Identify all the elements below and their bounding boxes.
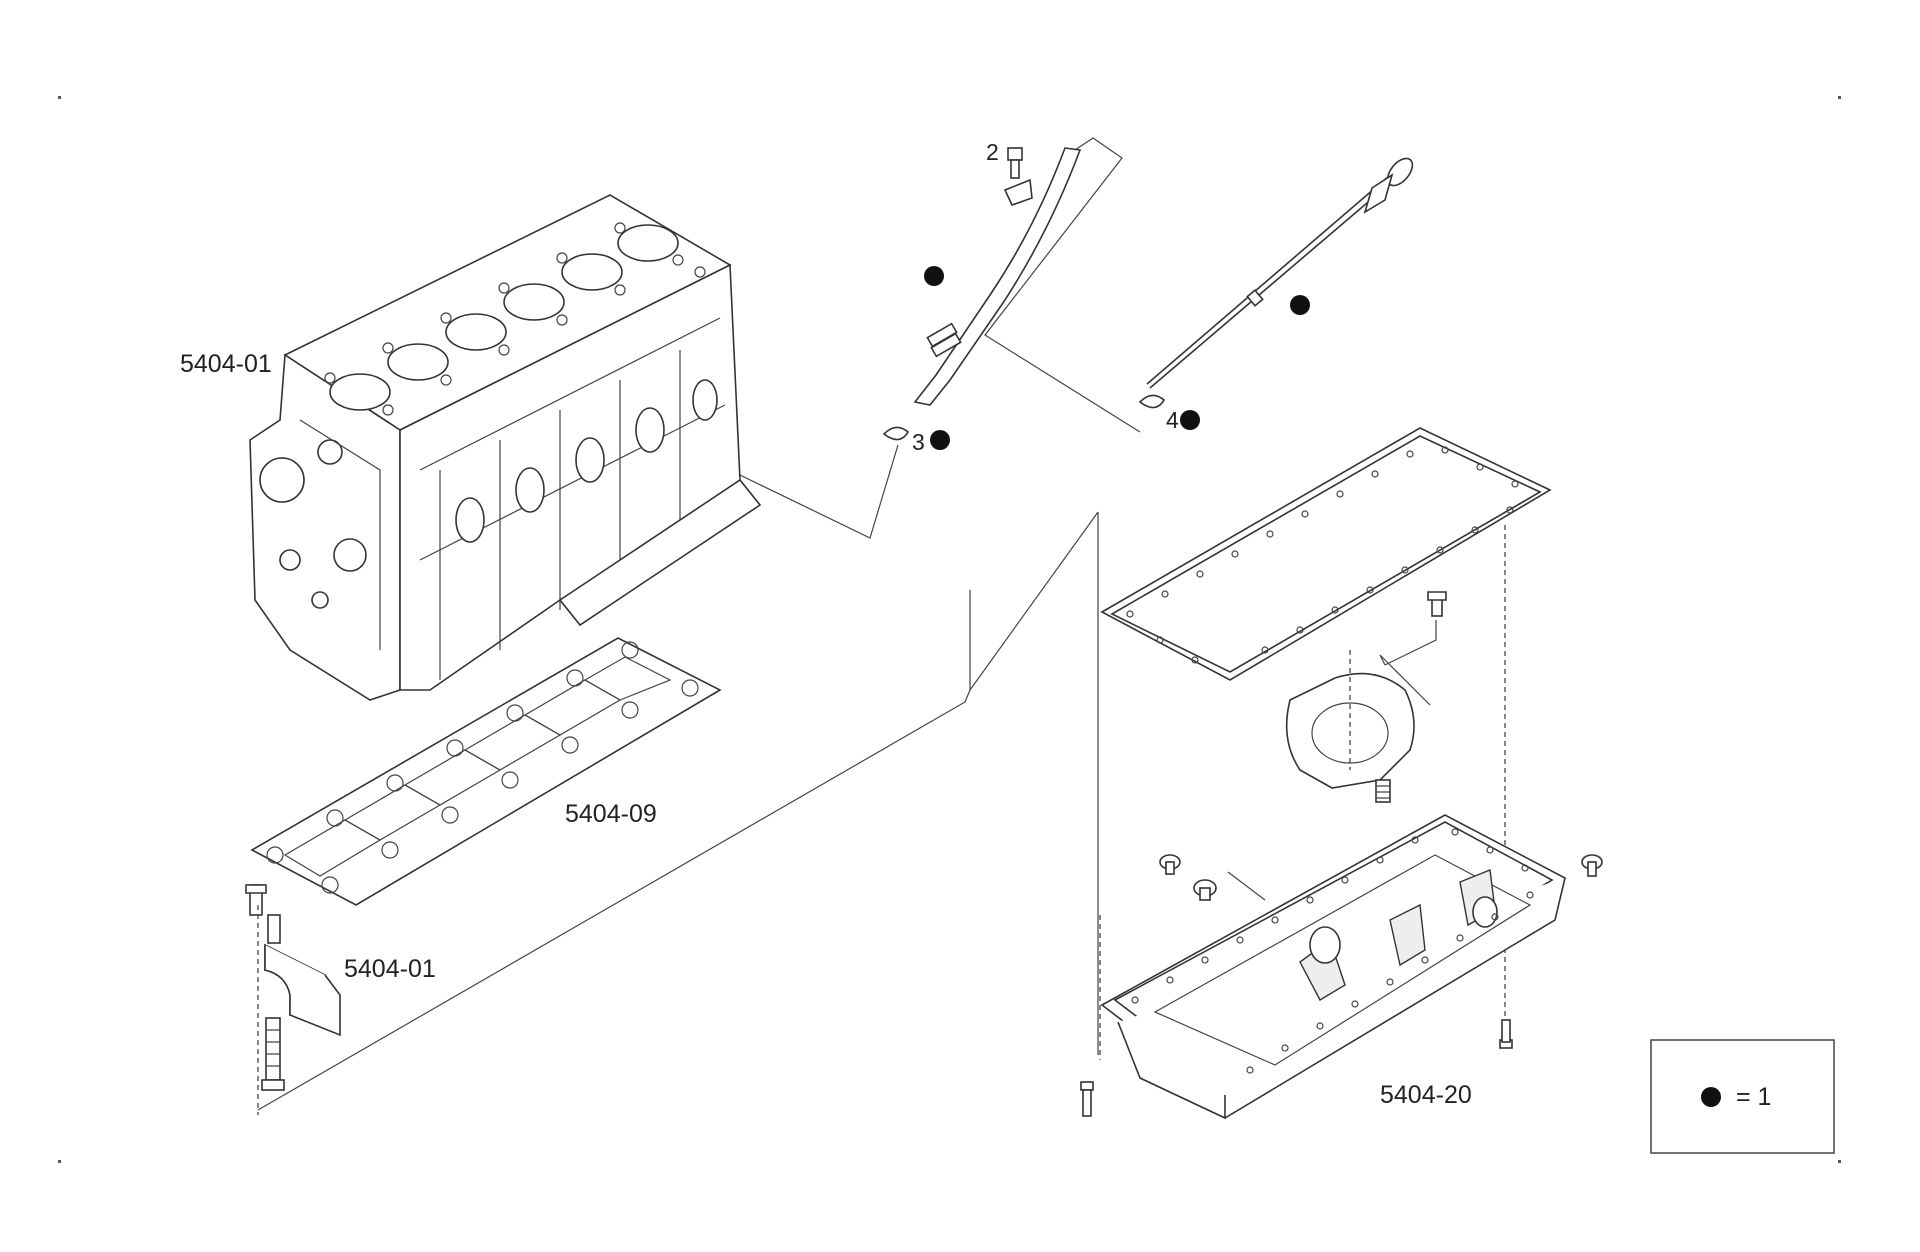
- dipstick[interactable]: [1138, 154, 1417, 409]
- corner-marks: [58, 96, 1841, 1163]
- bolt-2[interactable]: [1007, 147, 1023, 179]
- oil-pan[interactable]: [1080, 814, 1603, 1120]
- legend-text: = 1: [1736, 1083, 1771, 1111]
- label-block: 5404-01: [180, 350, 272, 378]
- oil-pan-bolts[interactable]: [1080, 1019, 1513, 1117]
- marker-tube: [924, 266, 944, 286]
- gasket-bolt-holes: [266, 641, 699, 894]
- callout-4: 4: [1166, 407, 1179, 433]
- callout-2: 2: [986, 139, 999, 165]
- strainer-plate[interactable]: [1285, 591, 1447, 803]
- block-side-ribs: [419, 317, 726, 680]
- legend-marker: [1701, 1087, 1721, 1107]
- marker-dipstick: [1290, 295, 1310, 315]
- oil-pan-gasket-holes: [1126, 446, 1519, 664]
- label-gasket: 5404-09: [565, 800, 657, 828]
- gasket-openings: [283, 656, 672, 877]
- gasket[interactable]: [250, 637, 722, 906]
- dipstick-tube[interactable]: [882, 147, 1082, 441]
- seal-3[interactable]: [882, 426, 910, 441]
- oil-pan-gasket[interactable]: [1100, 427, 1552, 681]
- legend-box: = 1: [1650, 1039, 1835, 1154]
- bearing-cap-assembly[interactable]: [245, 884, 341, 1115]
- label-oil-pan: 5404-20: [1380, 1081, 1472, 1109]
- oil-pan-holes: [1131, 828, 1534, 1074]
- engine-block[interactable]: [249, 194, 762, 701]
- quantity-markers: [924, 266, 1310, 450]
- label-cap: 5404-01: [344, 955, 436, 983]
- cylinder-bores: [329, 224, 679, 411]
- seal-4[interactable]: [1138, 394, 1166, 409]
- drain-plug-right[interactable]: [1581, 854, 1603, 877]
- marker-seal-4: [1180, 410, 1200, 430]
- drain-plug-left[interactable]: [1159, 854, 1217, 901]
- head-bolt-holes: [324, 222, 706, 416]
- callout-3: 3: [912, 429, 925, 455]
- marker-seal-3: [930, 430, 950, 450]
- oil-pan-leader: [1379, 654, 1386, 666]
